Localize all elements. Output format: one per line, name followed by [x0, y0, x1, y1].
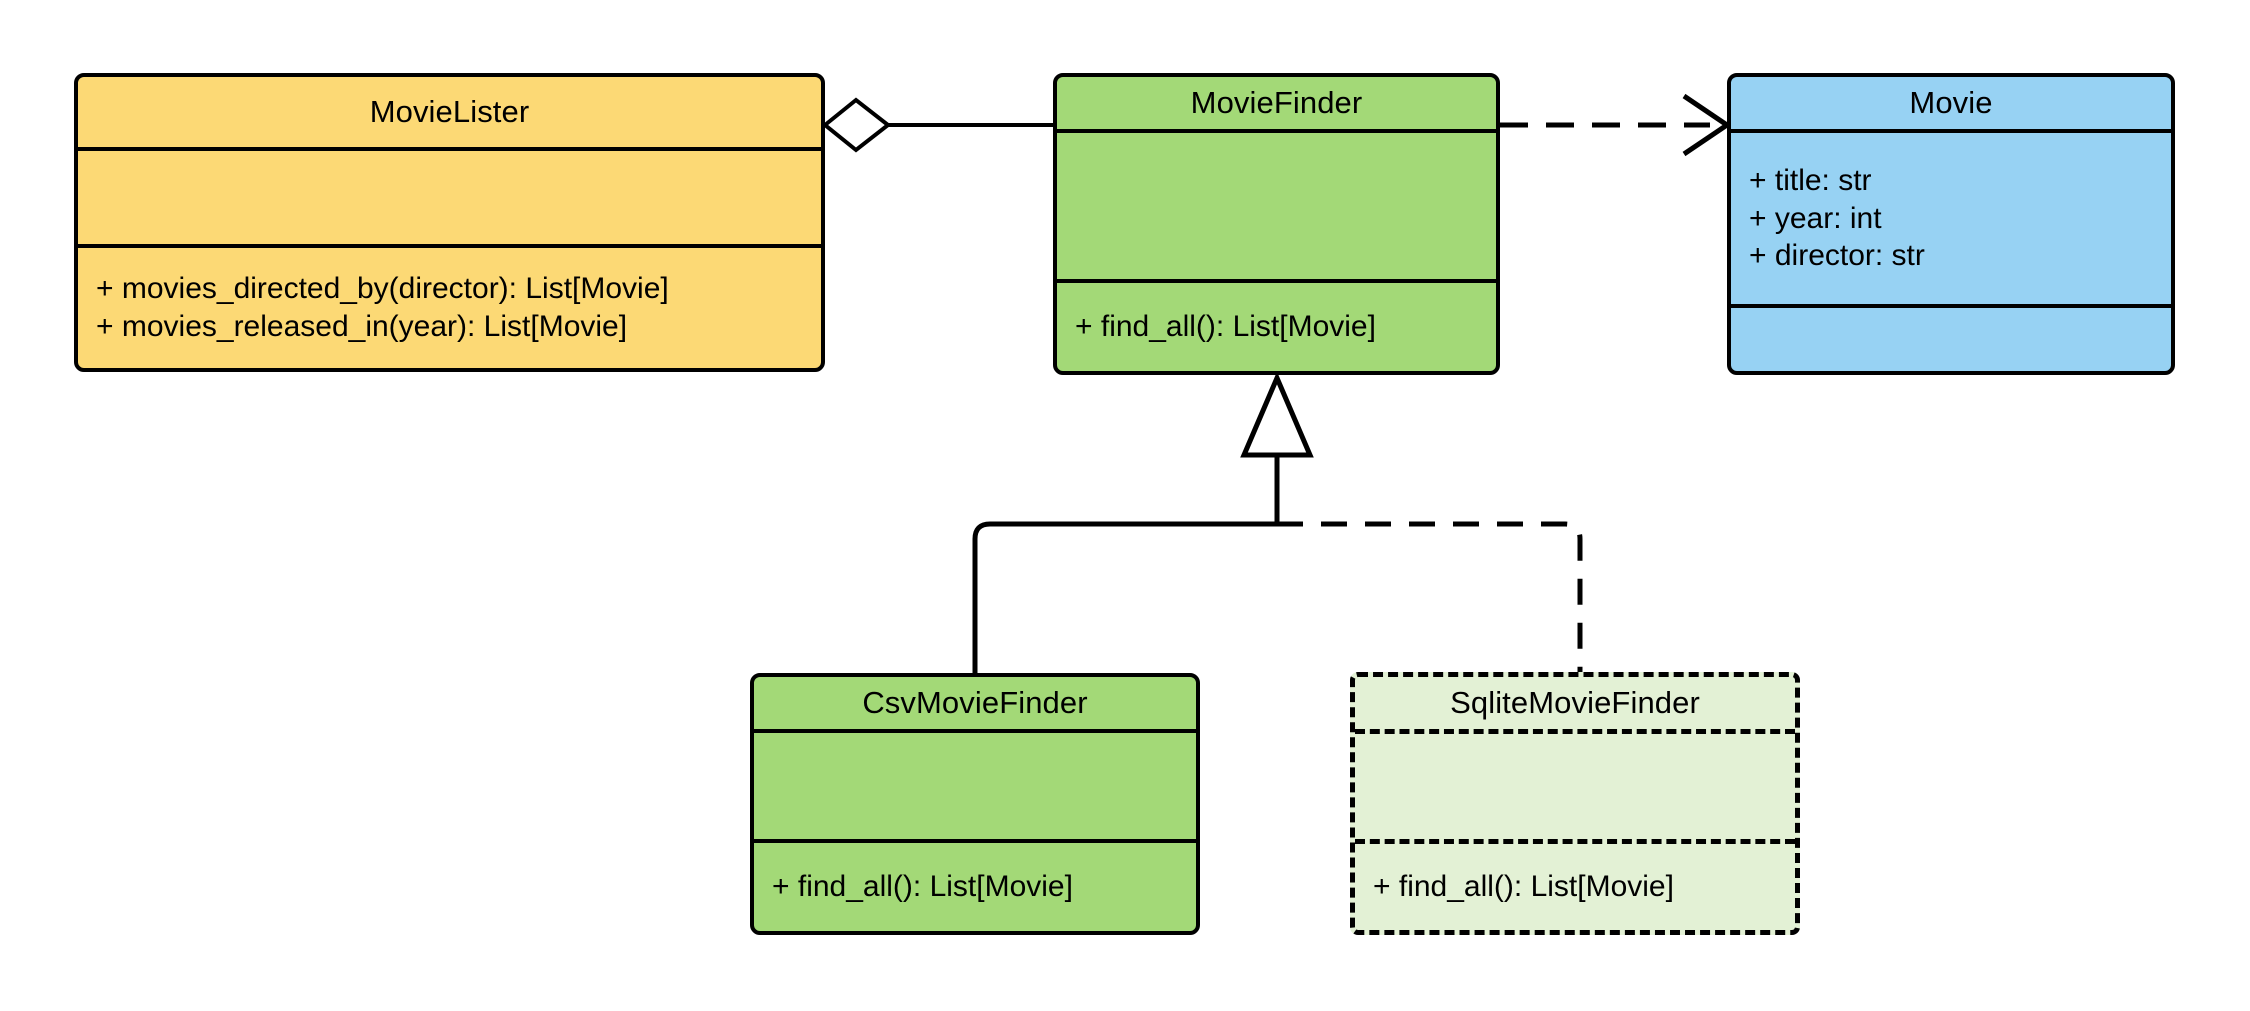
- class-name-label: SqliteMovieFinder: [1450, 685, 1700, 720]
- class-title-movie-lister: MovieLister: [78, 77, 821, 147]
- attributes-compartment-sqlite-movie-finder: [1355, 729, 1795, 839]
- methods-compartment-movie: [1731, 304, 2171, 371]
- inheritance-connector-group: [972, 371, 1583, 673]
- method-item: + find_all(): List[Movie]: [772, 870, 1073, 904]
- methods-compartment-csv-movie-finder: + find_all(): List[Movie]: [754, 839, 1196, 931]
- methods-compartment-movie-lister: + movies_directed_by(director): List[Mov…: [78, 244, 821, 368]
- hollow-diamond-icon: [821, 97, 892, 153]
- aggregation-connector-lister-finder: [821, 97, 1053, 153]
- methods-compartment-movie-finder: + find_all(): List[Movie]: [1057, 279, 1496, 371]
- class-title-sqlite-movie-finder: SqliteMovieFinder: [1355, 677, 1795, 729]
- attribute-item: + director: str: [1749, 239, 1925, 273]
- class-name-label: CsvMovieFinder: [862, 685, 1088, 720]
- method-item: + movies_released_in(year): List[Movie]: [96, 310, 628, 343]
- class-name-label: MovieLister: [369, 94, 530, 129]
- attribute-item: + year: int: [1749, 201, 1882, 235]
- class-box-sqlite-movie-finder[interactable]: SqliteMovieFinder + find_all(): List[Mov…: [1350, 672, 1800, 935]
- attributes-compartment-movie: + title: str + year: int + director: str: [1731, 129, 2171, 304]
- class-title-movie-finder: MovieFinder: [1057, 77, 1496, 129]
- open-arrow-icon: [1682, 93, 1732, 157]
- dependency-connector-finder-movie: [1500, 93, 1732, 157]
- attribute-item: + title: str: [1749, 163, 1872, 197]
- method-item: + find_all(): List[Movie]: [1373, 870, 1674, 904]
- method-item: + movies_directed_by(director): List[Mov…: [96, 272, 669, 306]
- attributes-compartment-movie-lister: [78, 147, 821, 244]
- attributes-compartment-movie-finder: [1057, 129, 1496, 279]
- class-name-label: Movie: [1909, 85, 1993, 120]
- class-box-movie-finder[interactable]: MovieFinder + find_all(): List[Movie]: [1053, 73, 1500, 375]
- method-item: + find_all(): List[Movie]: [1075, 310, 1376, 344]
- class-title-csv-movie-finder: CsvMovieFinder: [754, 677, 1196, 729]
- attributes-compartment-csv-movie-finder: [754, 729, 1196, 839]
- generalization-branch-csv: [972, 521, 1277, 673]
- class-name-label: MovieFinder: [1190, 85, 1363, 120]
- class-box-csv-movie-finder[interactable]: CsvMovieFinder + find_all(): List[Movie]: [750, 673, 1200, 935]
- class-title-movie: Movie: [1731, 77, 2171, 129]
- realization-branch-sqlite: [1277, 521, 1583, 672]
- hollow-triangle-icon: [1240, 371, 1314, 458]
- class-box-movie[interactable]: Movie + title: str + year: int + directo…: [1727, 73, 2175, 375]
- methods-compartment-sqlite-movie-finder: + find_all(): List[Movie]: [1355, 839, 1795, 930]
- class-box-movie-lister[interactable]: MovieLister + movies_directed_by(directo…: [74, 73, 825, 372]
